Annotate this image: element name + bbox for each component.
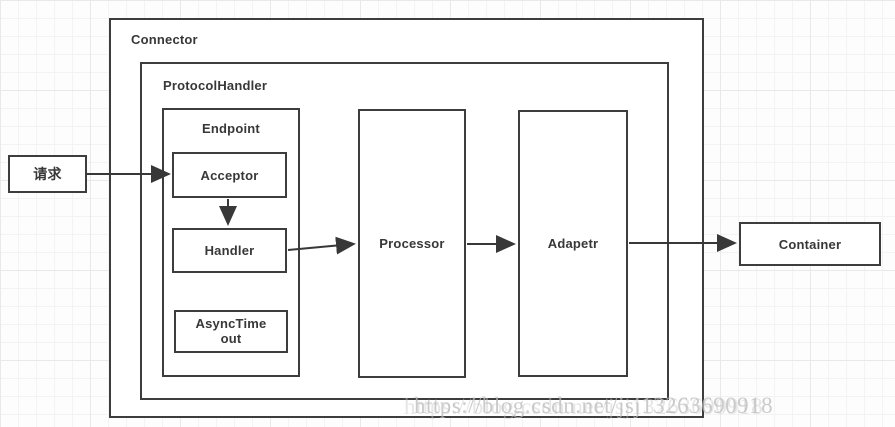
node-processor-label: Processor [379,236,445,251]
node-container: Container [739,222,881,266]
node-processor: Processor [358,109,466,378]
node-async-timeout: AsyncTime out [174,310,288,353]
node-connector-label: Connector [131,32,198,47]
node-handler: Handler [172,228,287,273]
node-async-timeout-label: AsyncTime out [195,315,267,347]
node-acceptor-label: Acceptor [200,167,259,183]
node-endpoint-label: Endpoint [202,121,260,136]
node-adapter: Adapetr [518,110,628,377]
node-async-timeout-line2: out [220,330,242,346]
node-async-timeout-line1: AsyncTime [195,315,267,331]
node-protocol-handler-label: ProtocolHandler [163,78,268,93]
watermark-text: https://blog.csdn.net/jsj13263690918 [414,393,774,418]
node-acceptor: Acceptor [172,152,287,198]
node-request-label: 请求 [33,166,62,182]
node-handler-label: Handler [204,243,255,258]
node-adapter-label: Adapetr [547,236,599,251]
node-request: 请求 [8,155,87,193]
node-container-label: Container [778,236,842,252]
